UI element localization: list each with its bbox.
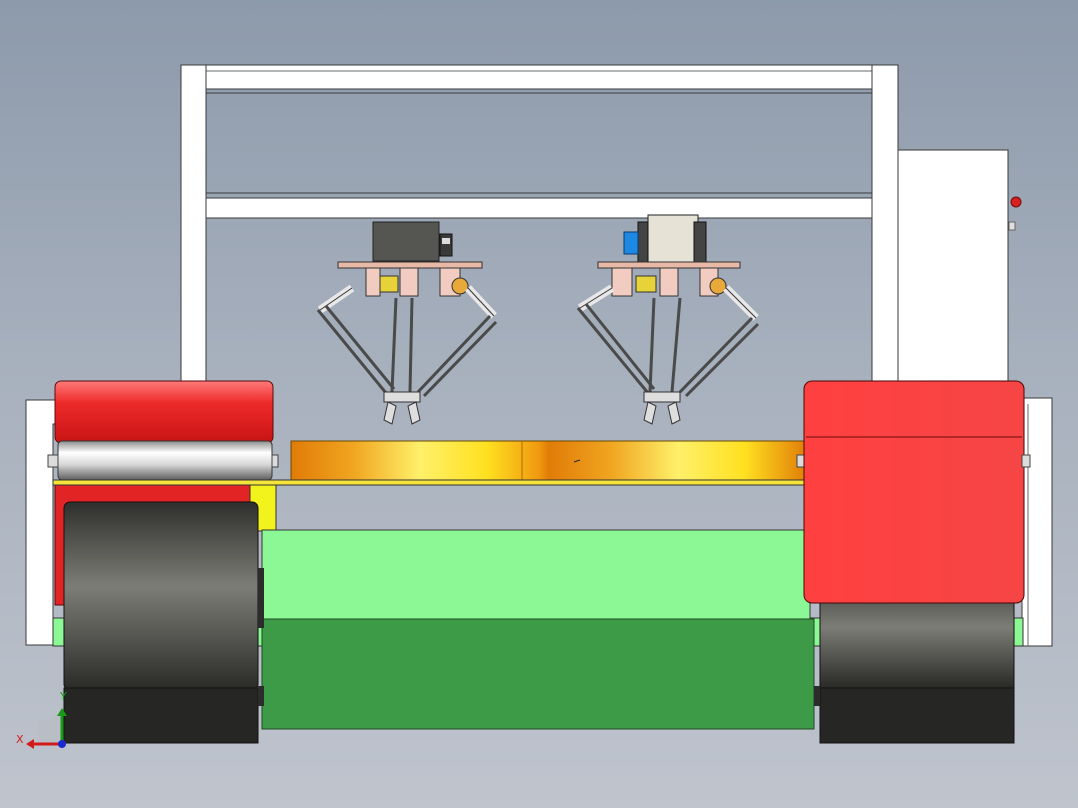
frame-right-post xyxy=(871,64,899,386)
right-robot-motor xyxy=(647,214,699,264)
left-robot-motor xyxy=(372,221,440,262)
left-delta-robot[interactable] xyxy=(316,221,498,425)
x-axis-label: X xyxy=(16,733,24,746)
belt-bed xyxy=(52,479,808,486)
frame-right-bracket xyxy=(1021,397,1053,647)
z-axis-dot-icon xyxy=(58,740,66,748)
frame-crossbar xyxy=(193,197,884,219)
right-robot-gripper xyxy=(643,391,681,403)
left-robot-base-plate xyxy=(337,261,483,269)
axis-triad xyxy=(26,708,67,749)
chassis-upper xyxy=(261,529,811,621)
emergency-stop-icon xyxy=(1010,196,1022,208)
left-robot-gripper xyxy=(383,391,421,403)
left-wheel[interactable] xyxy=(63,501,264,744)
chassis-lower xyxy=(261,618,815,730)
frame-upper-window xyxy=(205,92,873,194)
electrical-cabinet[interactable] xyxy=(897,149,1022,386)
right-delta-robot[interactable] xyxy=(576,214,760,425)
right-drive-housing[interactable] xyxy=(803,380,1031,604)
cabinet-switch-icon xyxy=(1008,221,1016,231)
left-end-roller[interactable] xyxy=(47,440,279,481)
frame-top-rail xyxy=(180,64,899,90)
right-wheel[interactable] xyxy=(814,599,1015,744)
frame[interactable] xyxy=(25,64,1053,647)
right-robot-base-plate xyxy=(597,261,741,269)
y-axis-label: Y xyxy=(60,690,67,703)
